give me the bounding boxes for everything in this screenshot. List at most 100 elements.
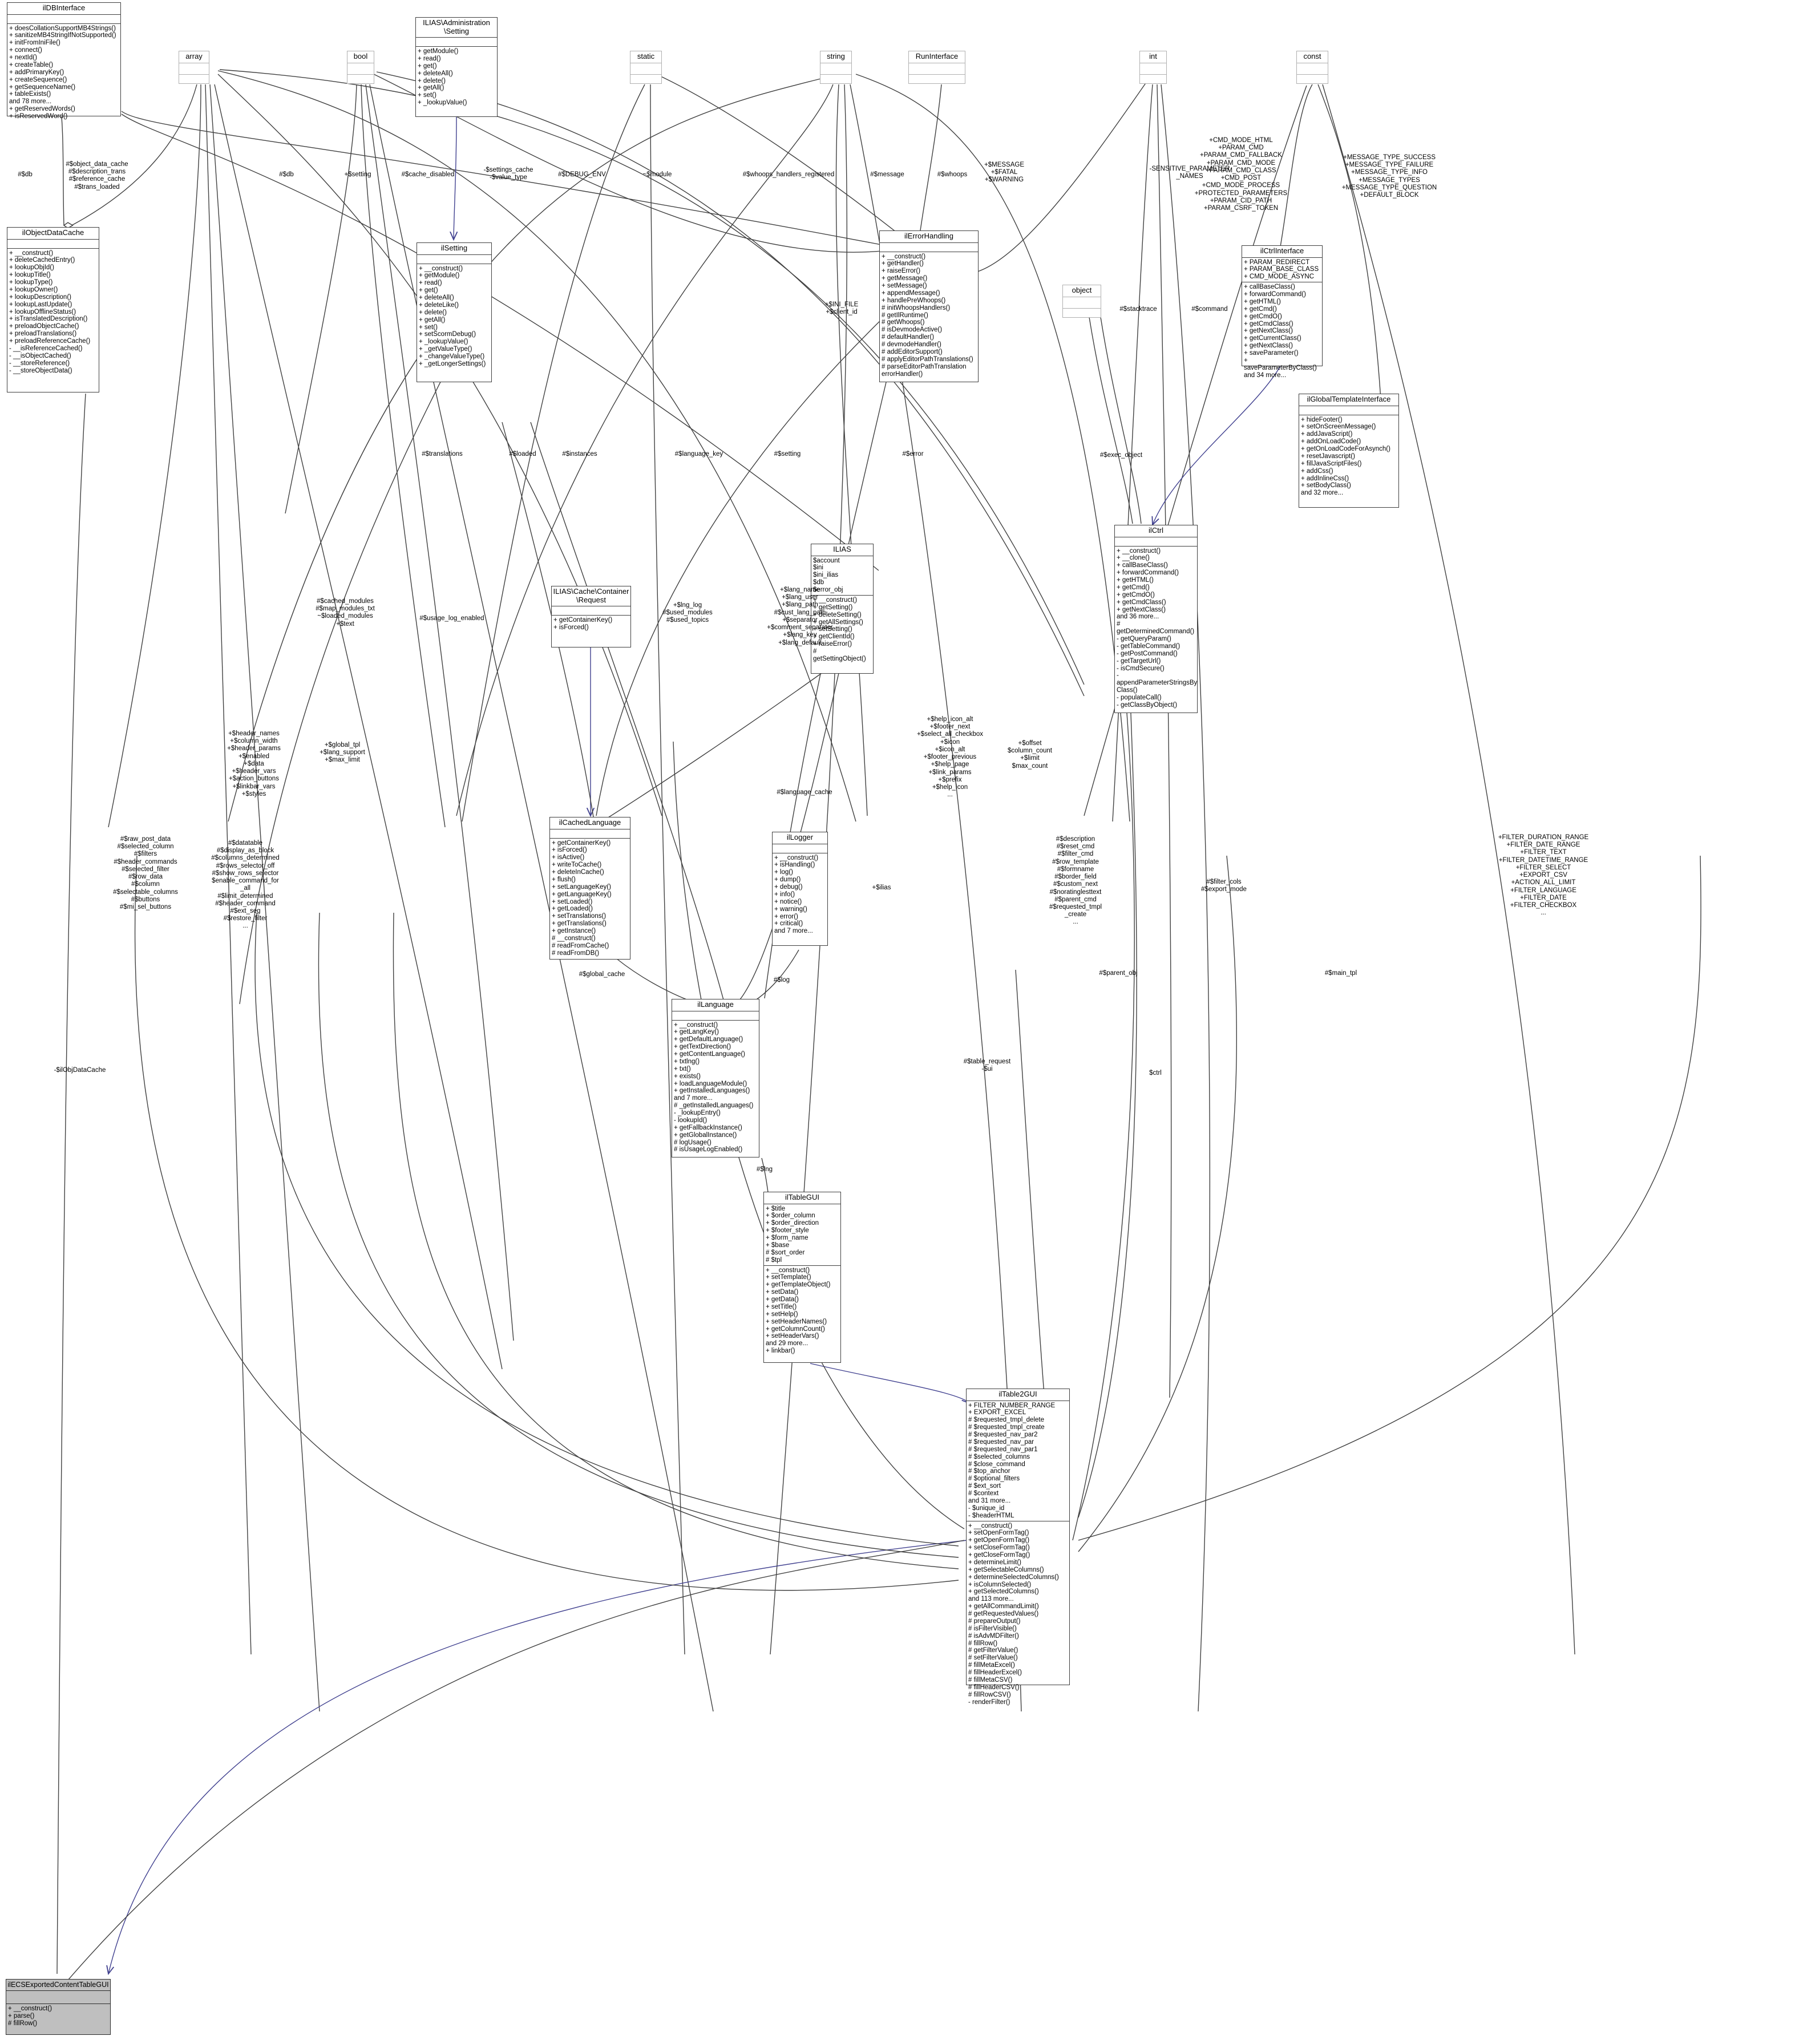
edge-label-language-cache: #$language_cache	[777, 789, 832, 796]
class-title: ilLogger	[773, 832, 827, 844]
class-operations: + __construct() + getLangKey() + getDefa…	[674, 1021, 754, 1153]
edge-label-exec-object: #$exec_object	[1099, 452, 1143, 459]
class-operations: + hideFooter() + setOnScreenMessage() + …	[1301, 416, 1390, 497]
edge-label-cached-modules: #$cached_modules #$map_modules_txt ~$loa…	[316, 598, 375, 628]
edge-label-command: #$command	[1191, 306, 1228, 313]
class-box-ilcachedlanguage[interactable]: ilCachedLanguage + getContainerKey() + i…	[549, 817, 630, 960]
edge-label-log: #$log	[773, 977, 790, 983]
class-title: ilLanguage	[672, 999, 759, 1011]
class-operations: + __construct() + parse() # fillRow()	[8, 2005, 52, 2027]
class-box-int[interactable]: int	[1139, 51, 1167, 84]
class-attributes	[347, 63, 374, 75]
class-attributes	[179, 63, 209, 75]
edge-label-description: #$description #$reset_cmd #$filter_cmd #…	[1049, 836, 1102, 926]
class-operations: + doesCollationSupportMB4Strings() + san…	[9, 25, 116, 120]
class-operations	[820, 75, 851, 86]
edge-label-language-key: #$language_key	[674, 451, 723, 458]
class-title: ILIAS	[811, 544, 873, 556]
class-title: const	[1297, 51, 1328, 63]
class-attributes	[880, 243, 978, 252]
class-operations: + __construct() + isHandling() + log() +…	[774, 854, 819, 935]
edge-label-instances: #$instances	[562, 451, 597, 458]
edge-label-filter-duration: +FILTER_DURATION_RANGE +FILTER_DATE_RANG…	[1498, 834, 1589, 917]
class-box-ilerrorhandling[interactable]: ilErrorHandling + __construct() + getHan…	[879, 230, 979, 382]
edge-label-ilobjdatacache: -$ilObjDataCache	[54, 1067, 106, 1074]
edge-label-db-2: #$db	[279, 171, 294, 178]
class-box-ilias-administration-setting[interactable]: ILIAS\Administration \Setting + getModul…	[415, 17, 498, 117]
class-operations: + getModule() + read() + get() + deleteA…	[418, 48, 467, 107]
class-box-ilsetting[interactable]: ilSetting + __construct() + getModule() …	[417, 242, 492, 382]
class-box-ilctrlinterface[interactable]: ilCtrlInterface + PARAM_REDIRECT + PARAM…	[1242, 245, 1323, 379]
edge-label-debug-env: #$DEBUG_ENV	[558, 171, 606, 178]
edge-label-ini-file: +$INI_FILE +$client_id	[824, 301, 859, 316]
class-attributes	[7, 15, 120, 24]
class-attributes	[820, 63, 851, 75]
edge-label-message-fatal-warning: +$MESSAGE +$FATAL +$WARNING	[984, 161, 1024, 184]
edge-label-setting2: #$setting	[774, 451, 801, 458]
class-box-string[interactable]: string	[820, 51, 852, 84]
class-operations: + getContainerKey() + isForced()	[553, 617, 613, 631]
class-operations	[630, 75, 661, 86]
class-box-runinterface[interactable]: RunInterface	[908, 51, 965, 84]
class-box-illogger[interactable]: ilLogger + __construct() + isHandling() …	[772, 832, 828, 946]
class-title: ILIAS\Administration \Setting	[416, 18, 497, 38]
class-box-ilobjectdatacache[interactable]: ilObjectDataCache + __construct() + dele…	[7, 227, 99, 392]
class-title: ilDBInterface	[7, 3, 120, 15]
edge-label-global-cache: #$global_cache	[579, 971, 625, 978]
class-box-illanguage[interactable]: ilLanguage + __construct() + getLangKey(…	[672, 999, 759, 1157]
edge-label-db-1: #$db	[18, 171, 33, 178]
class-box-ilecsexportedcontenttablegui[interactable]: ilECSExportedContentTableGUI + __constru…	[6, 1979, 111, 2035]
class-title: string	[820, 51, 851, 63]
class-operations: + getContainerKey() + isForced() + isAct…	[552, 839, 612, 957]
class-box-const[interactable]: const	[1296, 51, 1328, 84]
class-operations: + __construct() + deleteCachedEntry() + …	[9, 249, 91, 374]
class-attributes: + $title + $order_column + $order_direct…	[764, 1204, 840, 1266]
class-box-ilias[interactable]: ILIAS $account $ini $ini_ilias $db $erro…	[811, 544, 874, 674]
class-attributes	[630, 63, 661, 75]
class-attributes	[1140, 63, 1166, 75]
edge-label-sensitive-params: -SENSITIVE_PARAMETER _NAMES	[1149, 165, 1230, 180]
class-box-ilglobaltemplateinterface[interactable]: ilGlobalTemplateInterface + hideFooter()…	[1299, 394, 1399, 508]
class-title: static	[630, 51, 661, 63]
edge-label-objdatacache-fields: #$object_data_cache #$description_trans …	[66, 161, 128, 191]
class-attributes	[672, 1011, 759, 1021]
class-attributes	[909, 63, 965, 75]
class-box-iltablegui[interactable]: ilTableGUI + $title + $order_column + $o…	[763, 1192, 841, 1363]
class-box-bool[interactable]: bool	[347, 51, 374, 84]
edge-label-whoops: #$whoops	[937, 171, 968, 178]
class-box-object[interactable]: object	[1062, 285, 1101, 318]
class-operations: + __construct() + __clone() + callBaseCl…	[1117, 547, 1198, 709]
class-title: ilGlobalTemplateInterface	[1299, 394, 1398, 406]
edge-label-lang-name: +$lang_name +$lang_user +$lang_path #$cu…	[767, 586, 833, 646]
class-operations	[1063, 309, 1101, 319]
edge-label-table-request: #$table_request -$ui	[963, 1058, 1011, 1073]
class-title: ilECSExportedContentTableGUI	[6, 1980, 110, 1991]
class-attributes	[550, 829, 630, 839]
class-box-static[interactable]: static	[630, 51, 662, 84]
class-attributes	[1299, 406, 1398, 415]
edge-label-ctrl: $ctrl	[1149, 1070, 1162, 1076]
class-operations	[179, 75, 209, 86]
class-box-iltable2gui[interactable]: ilTable2GUI + FILTER_NUMBER_RANGE + EXPO…	[966, 1389, 1070, 1706]
class-box-ilctrl[interactable]: ilCtrl + __construct() + __clone() + cal…	[1114, 525, 1198, 713]
class-title: int	[1140, 51, 1166, 63]
class-operations: + __construct() + setTemplate() + getTem…	[766, 1266, 831, 1355]
class-title: ilTableGUI	[764, 1192, 840, 1204]
class-title: ilObjectDataCache	[7, 228, 99, 240]
edge-label-stacktrace: #$stacktrace	[1119, 306, 1157, 313]
class-title: ilErrorHandling	[880, 231, 978, 243]
class-attributes: + FILTER_NUMBER_RANGE + EXPORT_EXCEL # $…	[967, 1401, 1069, 1521]
class-title: bool	[347, 51, 374, 63]
class-attributes	[552, 606, 630, 616]
class-operations	[1140, 75, 1166, 86]
class-box-array[interactable]: array	[179, 51, 209, 84]
class-box-ildbinterface[interactable]: ilDBInterface + doesCollationSupportMB4S…	[7, 2, 121, 120]
class-box-ilias-cache-container-request[interactable]: ILIAS\Cache\Container \Request + getCont…	[551, 586, 631, 647]
class-title: ilSetting	[417, 243, 491, 255]
class-operations: + __construct() + getModule() + read() +…	[419, 265, 486, 367]
class-attributes	[773, 844, 827, 853]
class-attributes	[7, 240, 99, 249]
edge-label-lng-log: +$lng_log #$used_modules #$used_topics	[662, 602, 713, 624]
class-operations	[1297, 75, 1328, 86]
